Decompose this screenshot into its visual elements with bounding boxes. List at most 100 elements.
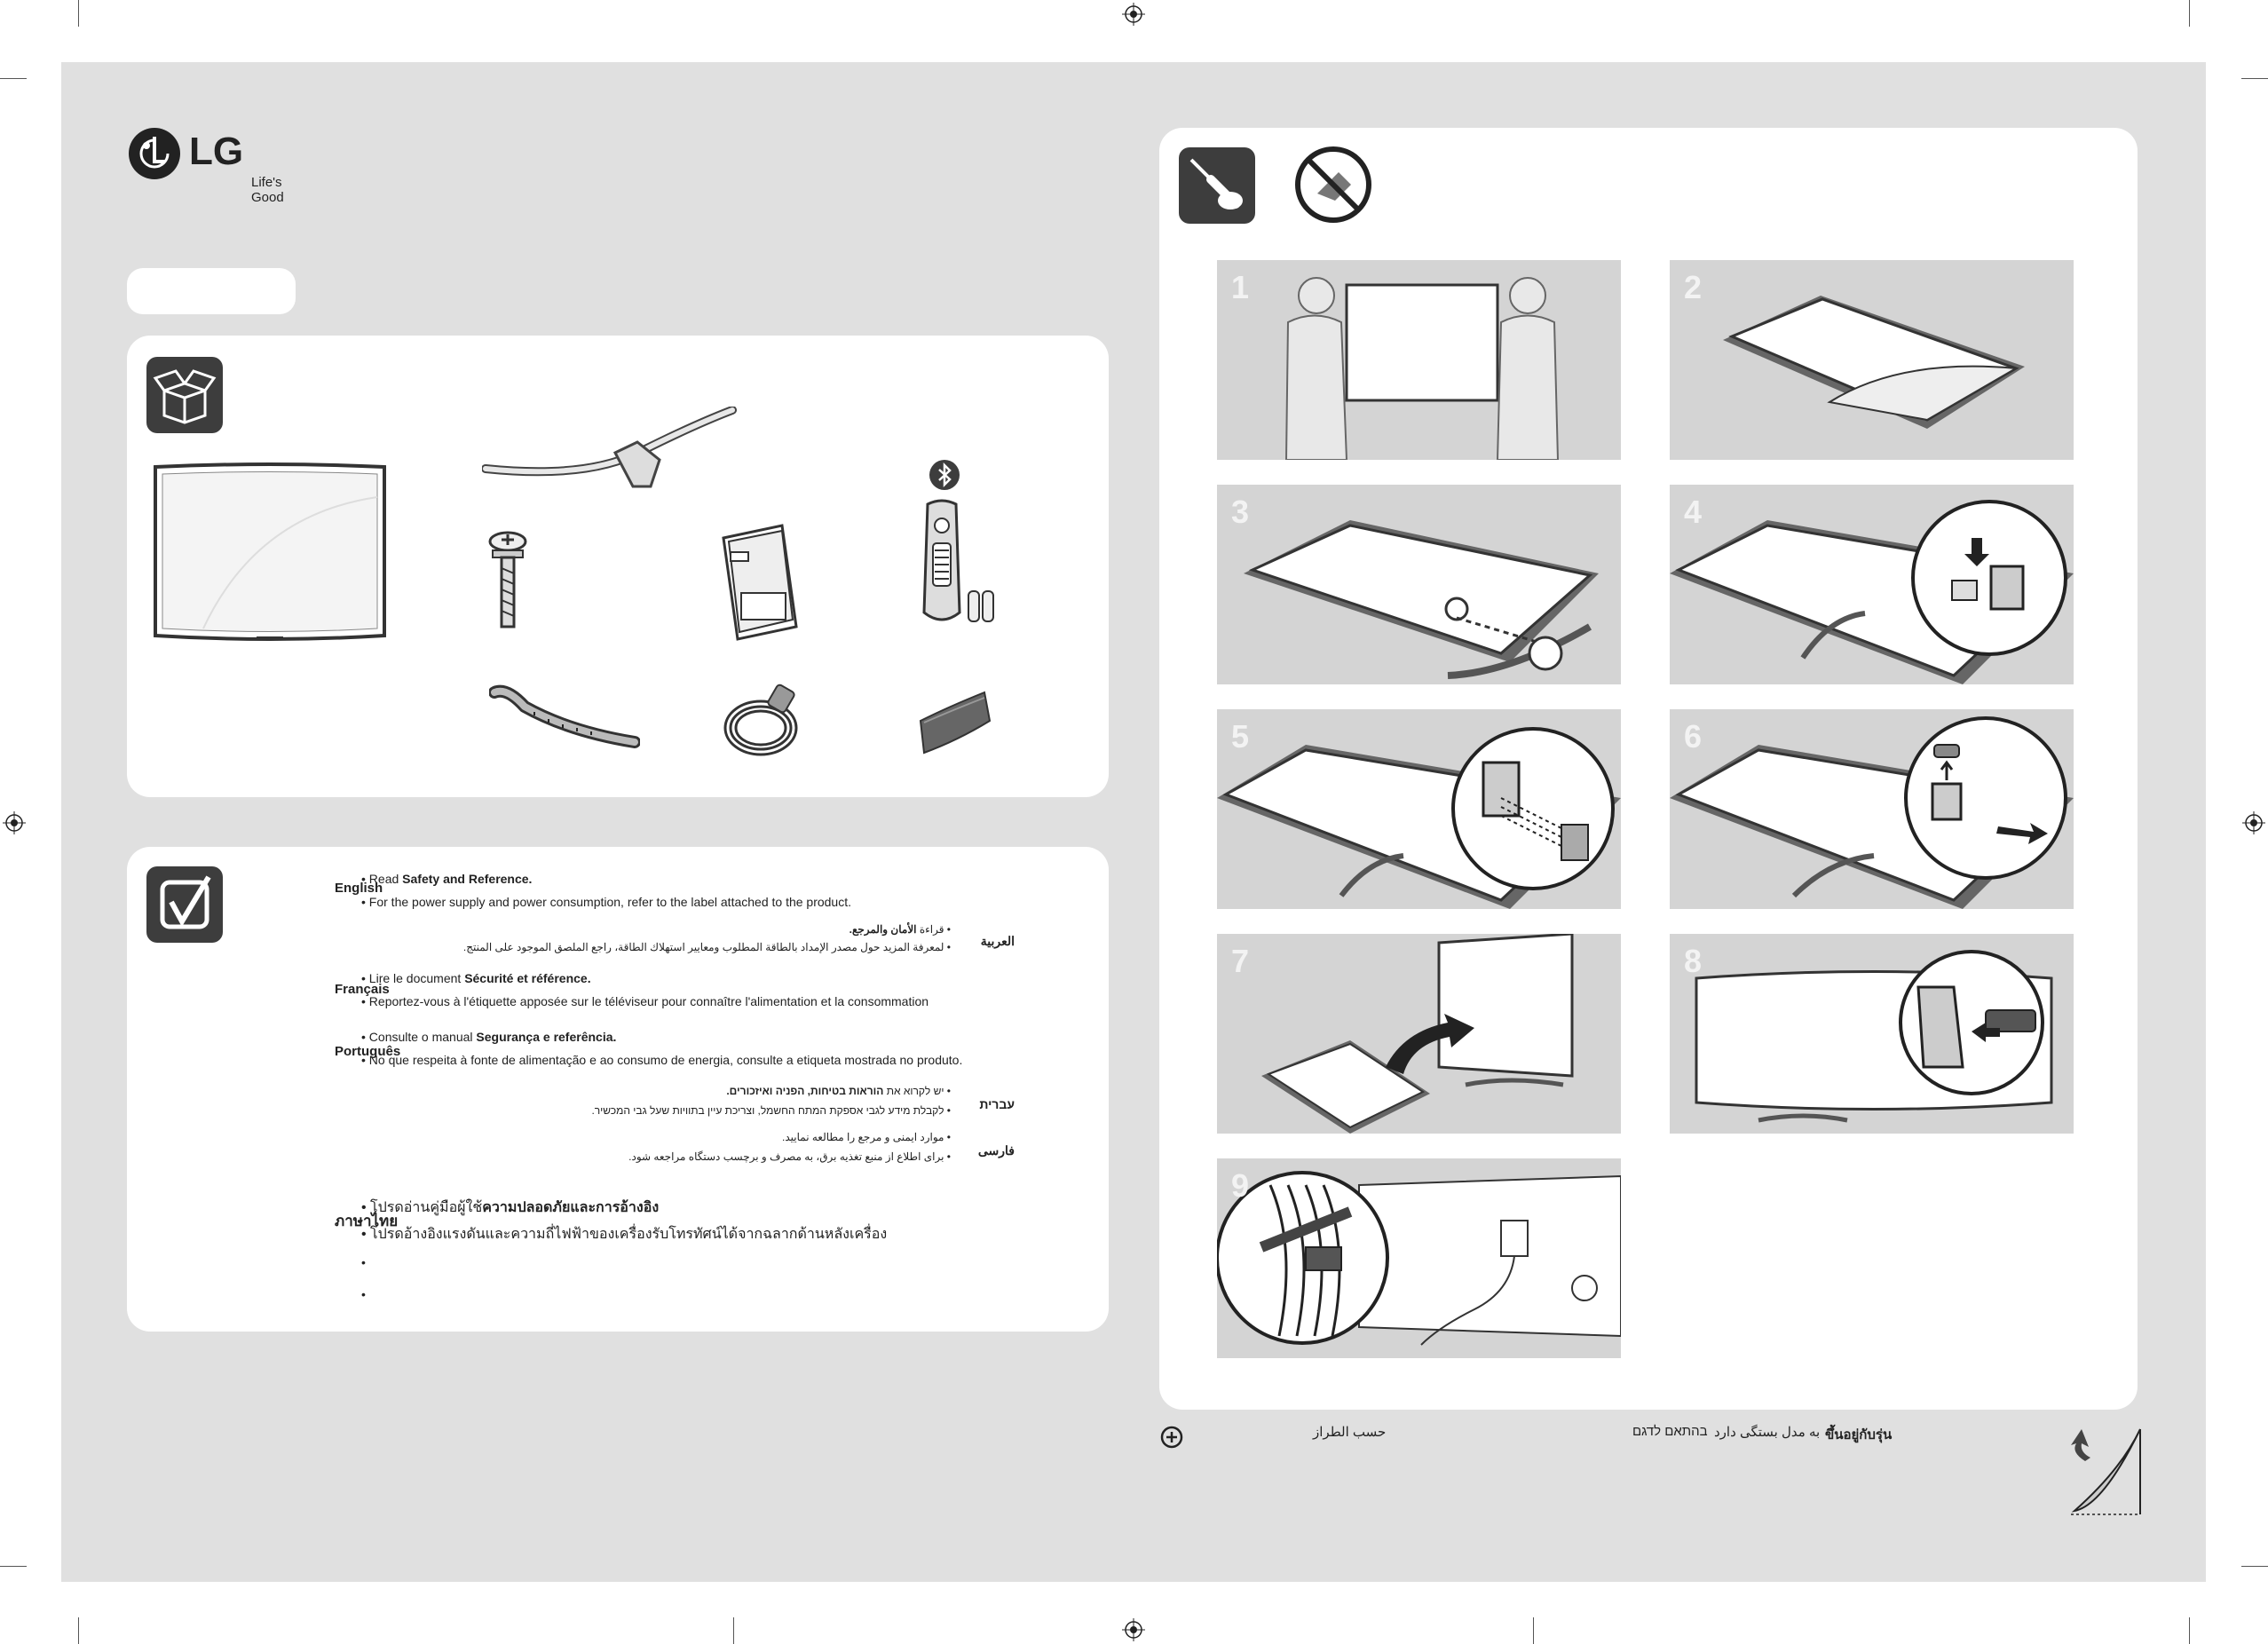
bullet-bold-text: הוראות בטיחות, הפניה ואיזכורים. <box>726 1085 884 1097</box>
thai-bullet-3: • <box>361 1255 366 1269</box>
thai-bullet-1: • โปรดอ่านคู่มือผู้ใช้ความปลอดภัยและการอ… <box>361 1197 659 1219</box>
bullet-bold-text: Sécurité et référence. <box>464 971 591 985</box>
manual-booklets-illustration <box>722 524 798 641</box>
footer-hebrew: בהתאם לדגם <box>1632 1424 1708 1439</box>
french-bullet-1: • Lire le document Sécurité et référence… <box>361 971 591 985</box>
no-electric-screwdriver-icon <box>1295 146 1371 223</box>
lang-thai: ภาษาไทย <box>335 1213 399 1229</box>
step-number: 7 <box>1231 943 1250 979</box>
tv-panel-illustration <box>154 462 386 641</box>
bullet-bold-text: Segurança e referência. <box>476 1030 617 1044</box>
french-bullet-2: • Reportez-vous à l'étiquette apposée su… <box>361 994 929 1008</box>
model-label-box <box>127 268 296 314</box>
step-7: 7 <box>1217 934 1621 1134</box>
crop-mark <box>2241 1566 2268 1567</box>
magic-remote-illustration <box>922 499 994 622</box>
lang-french: Français <box>335 982 390 997</box>
step-6: 6 <box>1670 709 2074 909</box>
hebrew-bullet-2: • לקבלת מידע לגבי אספקת המתח החשמל, וצרי… <box>591 1104 951 1117</box>
bullet-text: • <box>361 1287 366 1301</box>
power-cord-illustration <box>723 684 798 756</box>
thai-bullet-2: • โปรดอ้างอิงแรงดันและความถี่ไฟฟ้าของเคร… <box>361 1223 887 1245</box>
step-number: 5 <box>1231 718 1250 755</box>
bullet-text: • โปรดอ้างอิงแรงดันและความถี่ไฟฟ้าของเคร… <box>361 1227 888 1242</box>
tighten-screws-illustration <box>1217 727 1621 909</box>
portuguese-bullet-2: • No que respeita à fonte de alimentação… <box>361 1053 962 1067</box>
crop-mark <box>2241 78 2268 79</box>
step-number: 2 <box>1684 269 1703 305</box>
step-number: 8 <box>1684 943 1703 979</box>
checklist-icon-box <box>146 866 223 943</box>
lg-face-icon <box>129 128 180 179</box>
step-2: 2 <box>1670 260 2074 460</box>
bullet-text: • Consulte o manual <box>361 1030 477 1044</box>
footer-persian: به مدل بستگی دارد <box>1714 1425 1821 1440</box>
place-stand-illustration <box>1244 520 1599 679</box>
bullet-text: • لمعرفة المزيد حول مصدر الإمداد بالطاقة… <box>462 941 951 953</box>
hebrew-bullet-1: • יש לקרוא את הוראות בטיחות, הפניה ואיזכ… <box>726 1085 951 1097</box>
manual-sheet: LG Life's Good <box>61 62 2206 1582</box>
registration-mark-icon <box>3 811 26 834</box>
bullet-text: • Read <box>361 872 403 886</box>
step-1: 1 <box>1217 260 1621 460</box>
footer-arabic: حسب الطراز <box>1313 1425 1387 1440</box>
cable-cover-illustration <box>919 691 992 755</box>
step-5: 5 <box>1217 709 1621 909</box>
step-number: 9 <box>1231 1167 1250 1204</box>
lift-tv-illustration <box>1284 277 1560 460</box>
lang-english: English <box>335 881 383 896</box>
registration-mark-icon <box>2242 811 2265 834</box>
step-9: 9 <box>1217 1158 1621 1358</box>
crop-mark <box>733 1617 734 1644</box>
portuguese-bullet-1: • Consulte o manual Segurança e referênc… <box>361 1030 616 1044</box>
lg-logo: LG Life's Good <box>127 126 287 205</box>
bullet-text: • Reportez-vous à l'étiquette apposée su… <box>361 994 929 1008</box>
lang-portuguese: Português <box>335 1044 401 1059</box>
screw-illustration <box>488 531 527 628</box>
step-number: 6 <box>1684 718 1703 755</box>
cable-tie-illustration <box>489 684 640 748</box>
registration-mark-icon <box>1122 1618 1145 1641</box>
open-box-icon <box>153 369 217 424</box>
arabic-bullet-1: • قراءة الأمان والمرجع. <box>850 923 951 936</box>
logo-text: LG <box>189 130 244 173</box>
lang-arabic: العربية <box>980 934 1015 948</box>
step-3: 3 <box>1217 485 1621 684</box>
crop-mark <box>78 0 79 27</box>
bullet-text: • โปรดอ่านคู่มือผู้ใช้ <box>361 1200 483 1215</box>
attach-cover-illustration <box>1670 716 2074 909</box>
english-bullet-2: • For the power supply and power consump… <box>361 895 851 909</box>
step-8: 8 <box>1670 934 2074 1134</box>
box-contents-icon-box <box>146 357 223 433</box>
rear-cover-illustration <box>1695 950 2053 1123</box>
step-4: 4 <box>1670 485 2074 684</box>
bullet-bold-text: الأمان والمرجع. <box>849 923 917 936</box>
step-number: 3 <box>1231 494 1250 530</box>
crop-mark <box>2189 1617 2190 1644</box>
accessories-panel <box>127 336 1109 797</box>
tagline: Life's Good <box>251 175 284 205</box>
stand-up-tv-illustration <box>1261 934 1574 1134</box>
bullet-text: • יש לקרוא את <box>883 1085 951 1097</box>
step-number: 4 <box>1684 494 1703 530</box>
bullet-bold-text: ความปลอดภัยและการอ้างอิง <box>482 1200 660 1215</box>
bullet-text: • قراءة <box>916 923 951 936</box>
check-document-icon <box>160 875 211 929</box>
lang-hebrew: עברית <box>979 1097 1015 1111</box>
bullet-text: • برای اطلاع از منبع تغذیه برق، به مصرف … <box>628 1150 951 1163</box>
step-number: 1 <box>1231 269 1250 305</box>
tv-on-cushion-illustration <box>1723 296 2025 429</box>
screwdriver-icon-box <box>1179 147 1255 224</box>
persian-bullet-2: • برای اطلاع از منبع تغذیه برق، به مصرف … <box>628 1150 951 1163</box>
thai-bullet-4: • <box>361 1287 366 1301</box>
footer-thai: ขึ้นอยู่กับรุ่น <box>1825 1427 1893 1442</box>
lang-persian: فارسی <box>977 1143 1015 1158</box>
english-bullet-1: • Read Safety and Reference. <box>361 872 532 886</box>
persian-bullet-1: • موارد ایمنی و مرجع را مطالعه نمایید. <box>782 1131 951 1143</box>
arabic-bullet-2: • لمعرفة المزيد حول مصدر الإمداد بالطاقة… <box>463 941 951 953</box>
attach-stand-illustration <box>1670 500 2074 684</box>
safety-panel: English • Read Safety and Reference. • F… <box>127 847 1109 1332</box>
page-turn-icon <box>2071 1428 2141 1515</box>
bullet-text: • موارد ایمنی و مرجع را مطالعه نمایید. <box>782 1131 951 1143</box>
crop-mark <box>0 78 27 79</box>
